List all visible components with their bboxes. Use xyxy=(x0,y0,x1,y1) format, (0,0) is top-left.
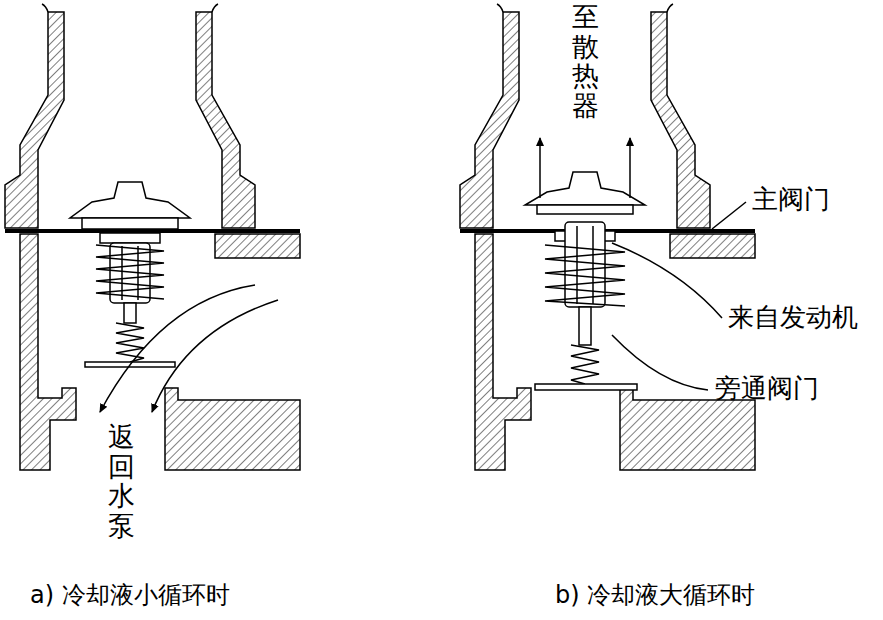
outlet-label: 返回水泵 xyxy=(108,422,135,541)
panel-caption: b) 冷却液大循环时 xyxy=(555,582,755,610)
inlet-label: 来自发动机 xyxy=(728,303,858,333)
outlet-label: 至散热器 xyxy=(572,2,599,121)
panel-caption: a) 冷却液小循环时 xyxy=(30,582,230,610)
part-name: 主阀门 xyxy=(752,185,830,215)
part-name: 旁通阀门 xyxy=(715,374,819,404)
